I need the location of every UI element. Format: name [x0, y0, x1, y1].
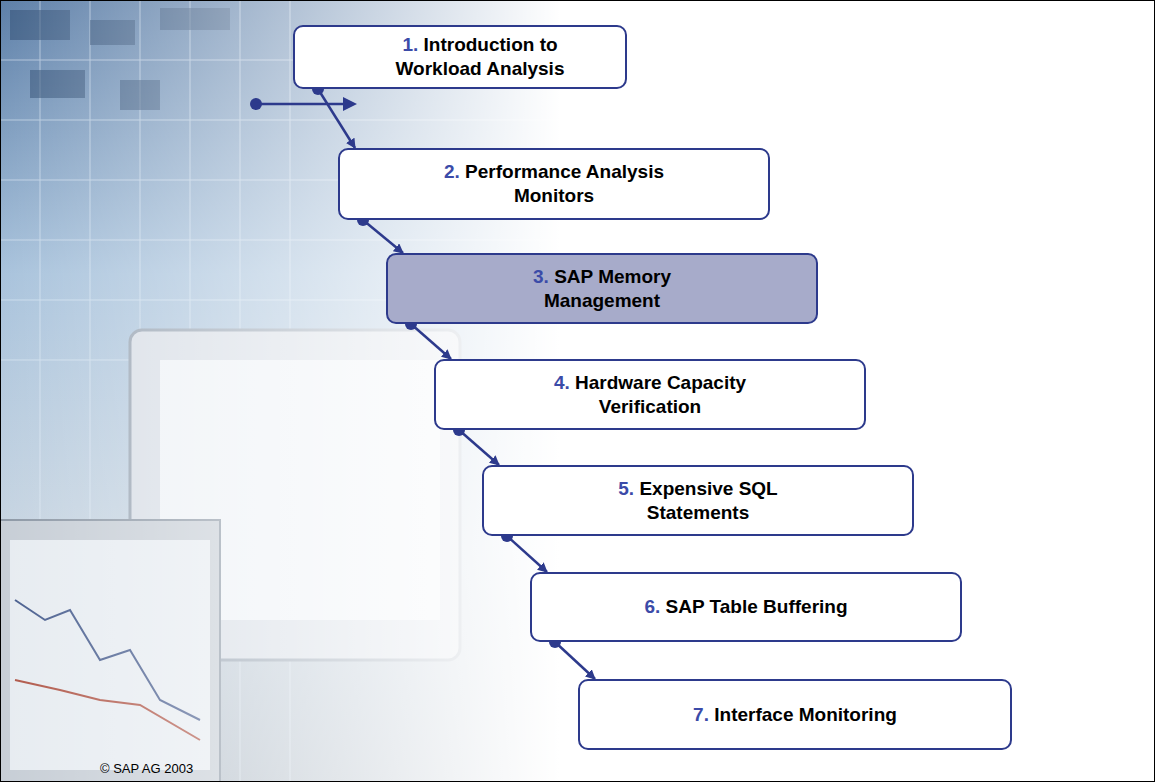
step-title: 2. Performance Analysis Monitors: [417, 160, 692, 208]
monitors-step-box: 2. Performance Analysis Monitors: [338, 148, 770, 220]
step-title: 4. Hardware Capacity Verification: [530, 371, 770, 419]
hardware-step-box: 4. Hardware Capacity Verification: [434, 359, 866, 430]
step-title: 7. Interface Monitoring: [635, 703, 955, 727]
step-arrow: [501, 530, 547, 572]
sql-step-box: 5. Expensive SQL Statements: [482, 465, 914, 536]
buffering-step-box: 6. SAP Table Buffering: [530, 572, 962, 642]
interface-step-box: 7. Interface Monitoring: [578, 679, 1012, 750]
step-arrow: [312, 83, 355, 148]
step-title: 5. Expensive SQL Statements: [598, 477, 798, 525]
step-title: 1. Introduction to Workload Analysis: [373, 33, 588, 81]
step-title: 3. SAP Memory Management: [512, 265, 692, 313]
intro-step-box: 1. Introduction to Workload Analysis: [293, 25, 627, 89]
step-arrow: [549, 636, 595, 679]
step-arrow: [405, 318, 451, 359]
step-title: 6. SAP Table Buffering: [586, 595, 906, 619]
copyright-note: © SAP AG 2003: [100, 761, 193, 776]
memory-step-box: 3. SAP Memory Management: [386, 253, 818, 324]
step-arrow: [453, 424, 499, 465]
